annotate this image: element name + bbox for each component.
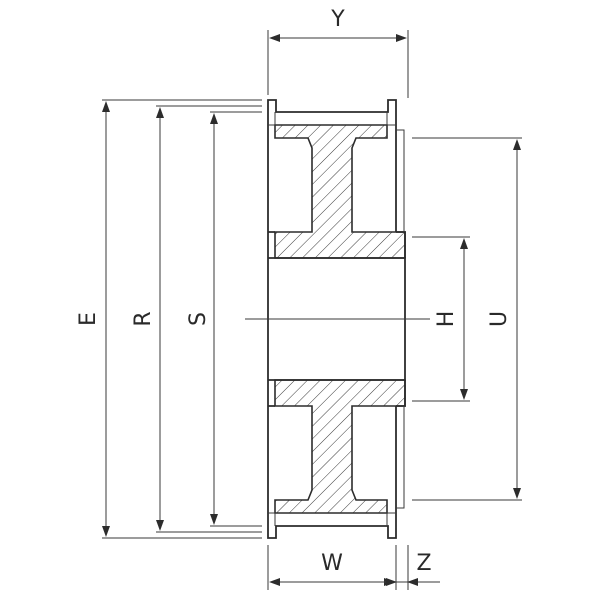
- bottom-flange-inner: [268, 512, 396, 526]
- label-U: U: [487, 311, 512, 327]
- arrow-E-top: [102, 101, 110, 112]
- arrow-U-top: [513, 139, 521, 150]
- top-flange: [267, 99, 397, 113]
- arrow-R-bottom: [156, 520, 164, 531]
- arrow-U-bottom: [513, 488, 521, 499]
- arrow-S-top: [210, 113, 218, 124]
- label-S: S: [186, 312, 211, 326]
- upper-section: [274, 124, 406, 259]
- label-H: H: [434, 311, 459, 328]
- label-Z: Z: [416, 551, 431, 576]
- bottom-flange: [267, 525, 397, 539]
- arrow-W-left: [269, 578, 280, 586]
- arrow-H-top: [460, 238, 468, 249]
- label-Y: Y: [330, 7, 345, 32]
- lower-section: [274, 379, 406, 514]
- hub-right-lower: [396, 380, 406, 407]
- arrow-E-bottom: [102, 526, 110, 537]
- arrow-Z-right: [407, 578, 418, 586]
- arrow-Y-left: [269, 34, 280, 42]
- hub-left: [268, 231, 275, 407]
- arrow-Z-left: [386, 578, 397, 586]
- label-W: W: [321, 551, 343, 576]
- arrow-Y-right: [396, 34, 407, 42]
- top-flange-inner: [268, 112, 396, 126]
- arrow-H-bottom: [460, 389, 468, 400]
- label-E: E: [76, 312, 101, 326]
- right-rim-detail: [396, 129, 405, 509]
- arrow-R-top: [156, 107, 164, 118]
- label-R: R: [131, 311, 156, 326]
- arrow-S-bottom: [210, 514, 218, 525]
- hub-right-upper: [396, 231, 406, 258]
